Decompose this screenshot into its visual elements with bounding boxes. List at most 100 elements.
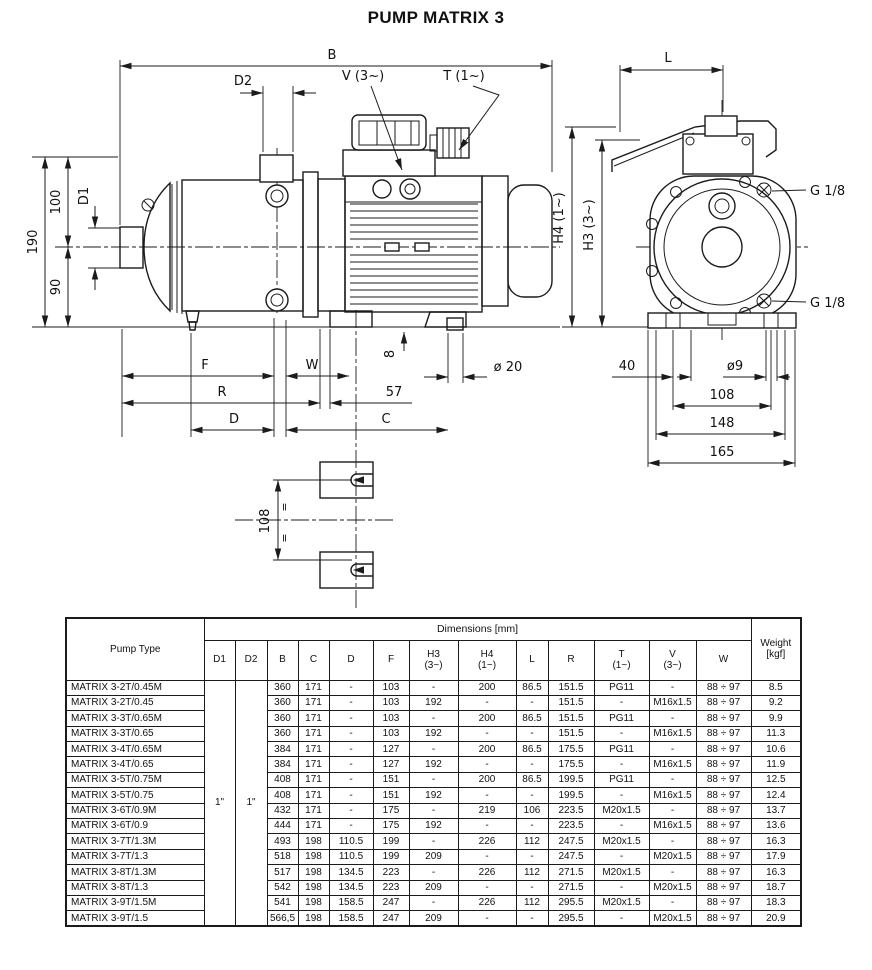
dim-108-label: 108 <box>710 388 735 403</box>
cell-value-11: 11.9 <box>750 756 802 773</box>
cell-value-3: 175 <box>372 802 410 820</box>
cell-value-6: 86.5 <box>515 771 549 789</box>
header-col-2: B <box>266 639 299 681</box>
dim-40-label: 40 <box>619 359 636 374</box>
cell-value-1: 171 <box>297 771 330 789</box>
cell-pump-type: MATRIX 3-5T/0.75M <box>65 771 205 789</box>
cell-value-2: - <box>328 694 374 712</box>
motor-face-screw <box>399 178 421 200</box>
cell-value-0: 566,5 <box>266 910 299 927</box>
cell-value-3: 223 <box>372 879 410 896</box>
cell-value-3: 127 <box>372 756 410 773</box>
cell-value-0: 360 <box>266 694 299 712</box>
dim-h4-label: H4 (1~) <box>552 192 567 244</box>
cell-value-7: 223.5 <box>547 802 595 820</box>
cell-value-4: 192 <box>408 756 459 773</box>
terminal-box-front <box>682 133 754 175</box>
header-dimensions-group: Dimensions [mm] <box>203 617 752 641</box>
cell-value-4: 192 <box>408 725 459 743</box>
cell-value-2: - <box>328 741 374 758</box>
equal-mark-top: = <box>278 502 291 511</box>
cell-value-9: M16x1.5 <box>648 725 697 743</box>
cell-value-11: 13.6 <box>750 818 802 835</box>
cell-value-6: - <box>515 910 549 927</box>
cell-value-8: - <box>593 756 650 773</box>
cell-value-9: M16x1.5 <box>648 694 697 712</box>
cell-value-4: - <box>408 833 459 850</box>
cell-value-9: - <box>648 802 697 820</box>
cell-value-7: 247.5 <box>547 833 595 850</box>
cell-value-8: PG11 <box>593 771 650 789</box>
cell-pump-type: MATRIX 3-5T/0.75 <box>65 787 205 804</box>
cell-pump-type: MATRIX 3-9T/1.5M <box>65 894 205 912</box>
cell-value-3: 247 <box>372 894 410 912</box>
cell-value-3: 151 <box>372 771 410 789</box>
cell-value-11: 18.7 <box>750 879 802 896</box>
cell-value-7: 199.5 <box>547 787 595 804</box>
header-col-9: R <box>547 639 595 681</box>
cell-value-9: - <box>648 864 697 881</box>
cell-value-1: 171 <box>297 756 330 773</box>
cell-pump-type: MATRIX 3-3T/0.65 <box>65 725 205 743</box>
cell-pump-type: MATRIX 3-7T/1.3 <box>65 848 205 866</box>
cell-value-6: - <box>515 756 549 773</box>
motor-fins <box>350 203 478 305</box>
cell-d2-shared: 1" <box>234 679 268 927</box>
cell-value-3: 127 <box>372 741 410 758</box>
cell-value-10: 88 ÷ 97 <box>695 771 752 789</box>
cell-value-6: 112 <box>515 894 549 912</box>
cell-value-4: 192 <box>408 818 459 835</box>
dim-g18-bottom-label: G 1/8 <box>810 296 845 311</box>
dim-190-label: 190 <box>26 230 41 255</box>
cell-pump-type: MATRIX 3-2T/0.45M <box>65 679 205 696</box>
g18-plug-top <box>756 182 772 198</box>
dim-l-label: L <box>664 51 672 66</box>
cell-value-7: 175.5 <box>547 756 595 773</box>
dim-8-label: 8 <box>383 350 398 358</box>
motor-face-window <box>372 179 392 199</box>
cell-value-2: - <box>328 818 374 835</box>
dim-148-label: 148 <box>710 416 735 431</box>
cell-value-8: PG11 <box>593 679 650 696</box>
dim-c-label: C <box>381 412 390 427</box>
header-col-12: W <box>695 639 752 681</box>
cell-value-2: 134.5 <box>328 879 374 896</box>
cell-value-3: 175 <box>372 818 410 835</box>
cell-value-5: 200 <box>457 679 517 696</box>
cell-value-5: - <box>457 756 517 773</box>
dim-dia9-label: ø9 <box>727 359 743 374</box>
cell-value-11: 8.5 <box>750 679 802 696</box>
cell-value-5: 226 <box>457 833 517 850</box>
cell-pump-type: MATRIX 3-6T/0.9 <box>65 818 205 835</box>
dim-r-label: R <box>217 385 226 400</box>
cell-value-8: - <box>593 787 650 804</box>
suction-port <box>119 226 144 269</box>
cell-value-2: 110.5 <box>328 833 374 850</box>
cell-value-1: 171 <box>297 802 330 820</box>
cell-value-8: M20x1.5 <box>593 802 650 820</box>
cell-value-1: 198 <box>297 879 330 896</box>
cell-value-11: 9.2 <box>750 694 802 712</box>
cell-value-5: - <box>457 848 517 866</box>
cell-value-7: 199.5 <box>547 771 595 789</box>
cell-value-9: M20x1.5 <box>648 879 697 896</box>
cell-value-5: - <box>457 818 517 835</box>
cell-value-1: 171 <box>297 741 330 758</box>
cell-value-7: 151.5 <box>547 679 595 696</box>
cell-value-7: 151.5 <box>547 694 595 712</box>
header-col-11: V (3~) <box>648 639 697 681</box>
cell-value-0: 517 <box>266 864 299 881</box>
cell-value-4: 192 <box>408 694 459 712</box>
cell-value-3: 199 <box>372 848 410 866</box>
cell-value-6: 86.5 <box>515 710 549 727</box>
